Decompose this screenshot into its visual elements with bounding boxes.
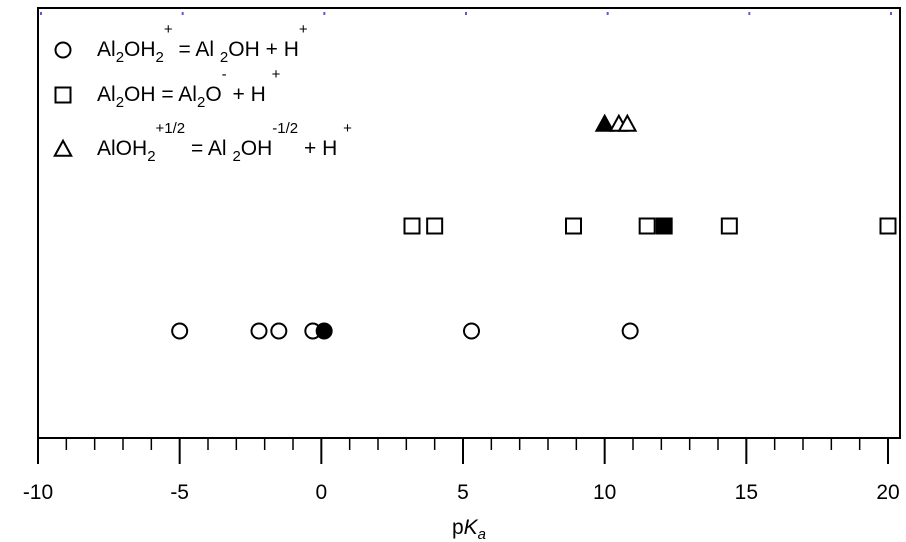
legend-label-part: O [205, 83, 221, 106]
square-point [720, 217, 738, 235]
circle-point [315, 322, 333, 340]
legend-circle-marker [54, 41, 72, 59]
x-axis-label-p: p [452, 516, 464, 539]
square-point [879, 217, 897, 235]
legend-label-part: + H [298, 137, 343, 160]
circle-point [171, 322, 189, 340]
triangle-point [617, 113, 638, 132]
square-point [403, 217, 421, 235]
legend-label: Al2OH2+ = Al 2OH + H+ [97, 21, 308, 66]
x-tick-label: -10 [23, 481, 53, 504]
x-tick-label: 5 [457, 481, 469, 504]
square-point [565, 217, 582, 235]
legend-label-part: OH [241, 137, 273, 160]
square-point [426, 217, 444, 235]
legend-label-part: 2 [116, 49, 124, 66]
legend-label-part: = Al [185, 137, 232, 160]
legend-label-part: 2 [197, 94, 205, 111]
x-tick-label: 0 [315, 481, 327, 504]
legend-label-part: AlOH [97, 137, 147, 160]
top-tick [40, 12, 42, 15]
x-tick-label: 10 [593, 481, 616, 504]
top-tick [465, 12, 467, 15]
x-axis: -10 -5 0 5 10 15 20 [23, 438, 900, 504]
circle-point [250, 322, 268, 340]
legend-label-part: + H [227, 83, 272, 106]
legend-label-part: OH [124, 38, 156, 61]
legend-label-part: -1/2 [272, 120, 298, 137]
legend-label-part: OH = Al [124, 83, 197, 106]
legend-label-part: + [272, 66, 281, 83]
circle-point [270, 322, 288, 340]
legend-label-part: + [299, 21, 308, 38]
x-tick-label: 15 [735, 481, 758, 504]
triangle-point [594, 113, 615, 132]
top-tick [323, 12, 326, 15]
x-tick-label: 20 [876, 481, 899, 504]
legend-label-part: = Al [173, 38, 220, 61]
x-tick-label: -5 [170, 481, 189, 504]
legend-label-part: Al [97, 83, 116, 106]
legend-label-part: + [164, 21, 173, 38]
legend-label-part: 2 [220, 49, 228, 66]
top-tick [181, 12, 184, 15]
square-point [638, 217, 656, 235]
legend-label-part: 2 [156, 49, 164, 66]
legend-square-marker [54, 86, 72, 104]
legend-label-part: 2 [232, 148, 240, 165]
legend-label-part: - [222, 66, 227, 83]
x-axis-label-subscript: a [478, 526, 486, 542]
legend-label-part: + [343, 120, 352, 137]
circle-point [463, 322, 480, 340]
x-axis-label: pKa [452, 516, 486, 542]
top-tick [748, 12, 751, 15]
legend-label-part: 2 [116, 94, 124, 111]
legend-label-part: Al [97, 38, 116, 61]
legend-label: AlOH2+1/2 = Al 2OH-1/2 + H + [97, 120, 352, 165]
plot-frame [37, 7, 901, 439]
legend-label-part: OH + H [228, 38, 299, 61]
legend: Al2OH2+ = Al 2OH + H+Al2OH = Al2O- + H +… [53, 21, 352, 165]
legend-label-part: 2 [147, 148, 155, 165]
top-axis-ticks [40, 12, 892, 15]
data-points [171, 113, 897, 340]
top-tick [890, 12, 892, 15]
top-tick [606, 12, 609, 15]
circle-point [621, 322, 639, 340]
square-point [655, 217, 673, 235]
legend-label-part: +1/2 [156, 120, 186, 137]
x-axis-label-k: K [464, 516, 479, 539]
legend-triangle-marker [53, 138, 73, 157]
legend-label: Al2OH = Al2O- + H + [97, 66, 281, 111]
